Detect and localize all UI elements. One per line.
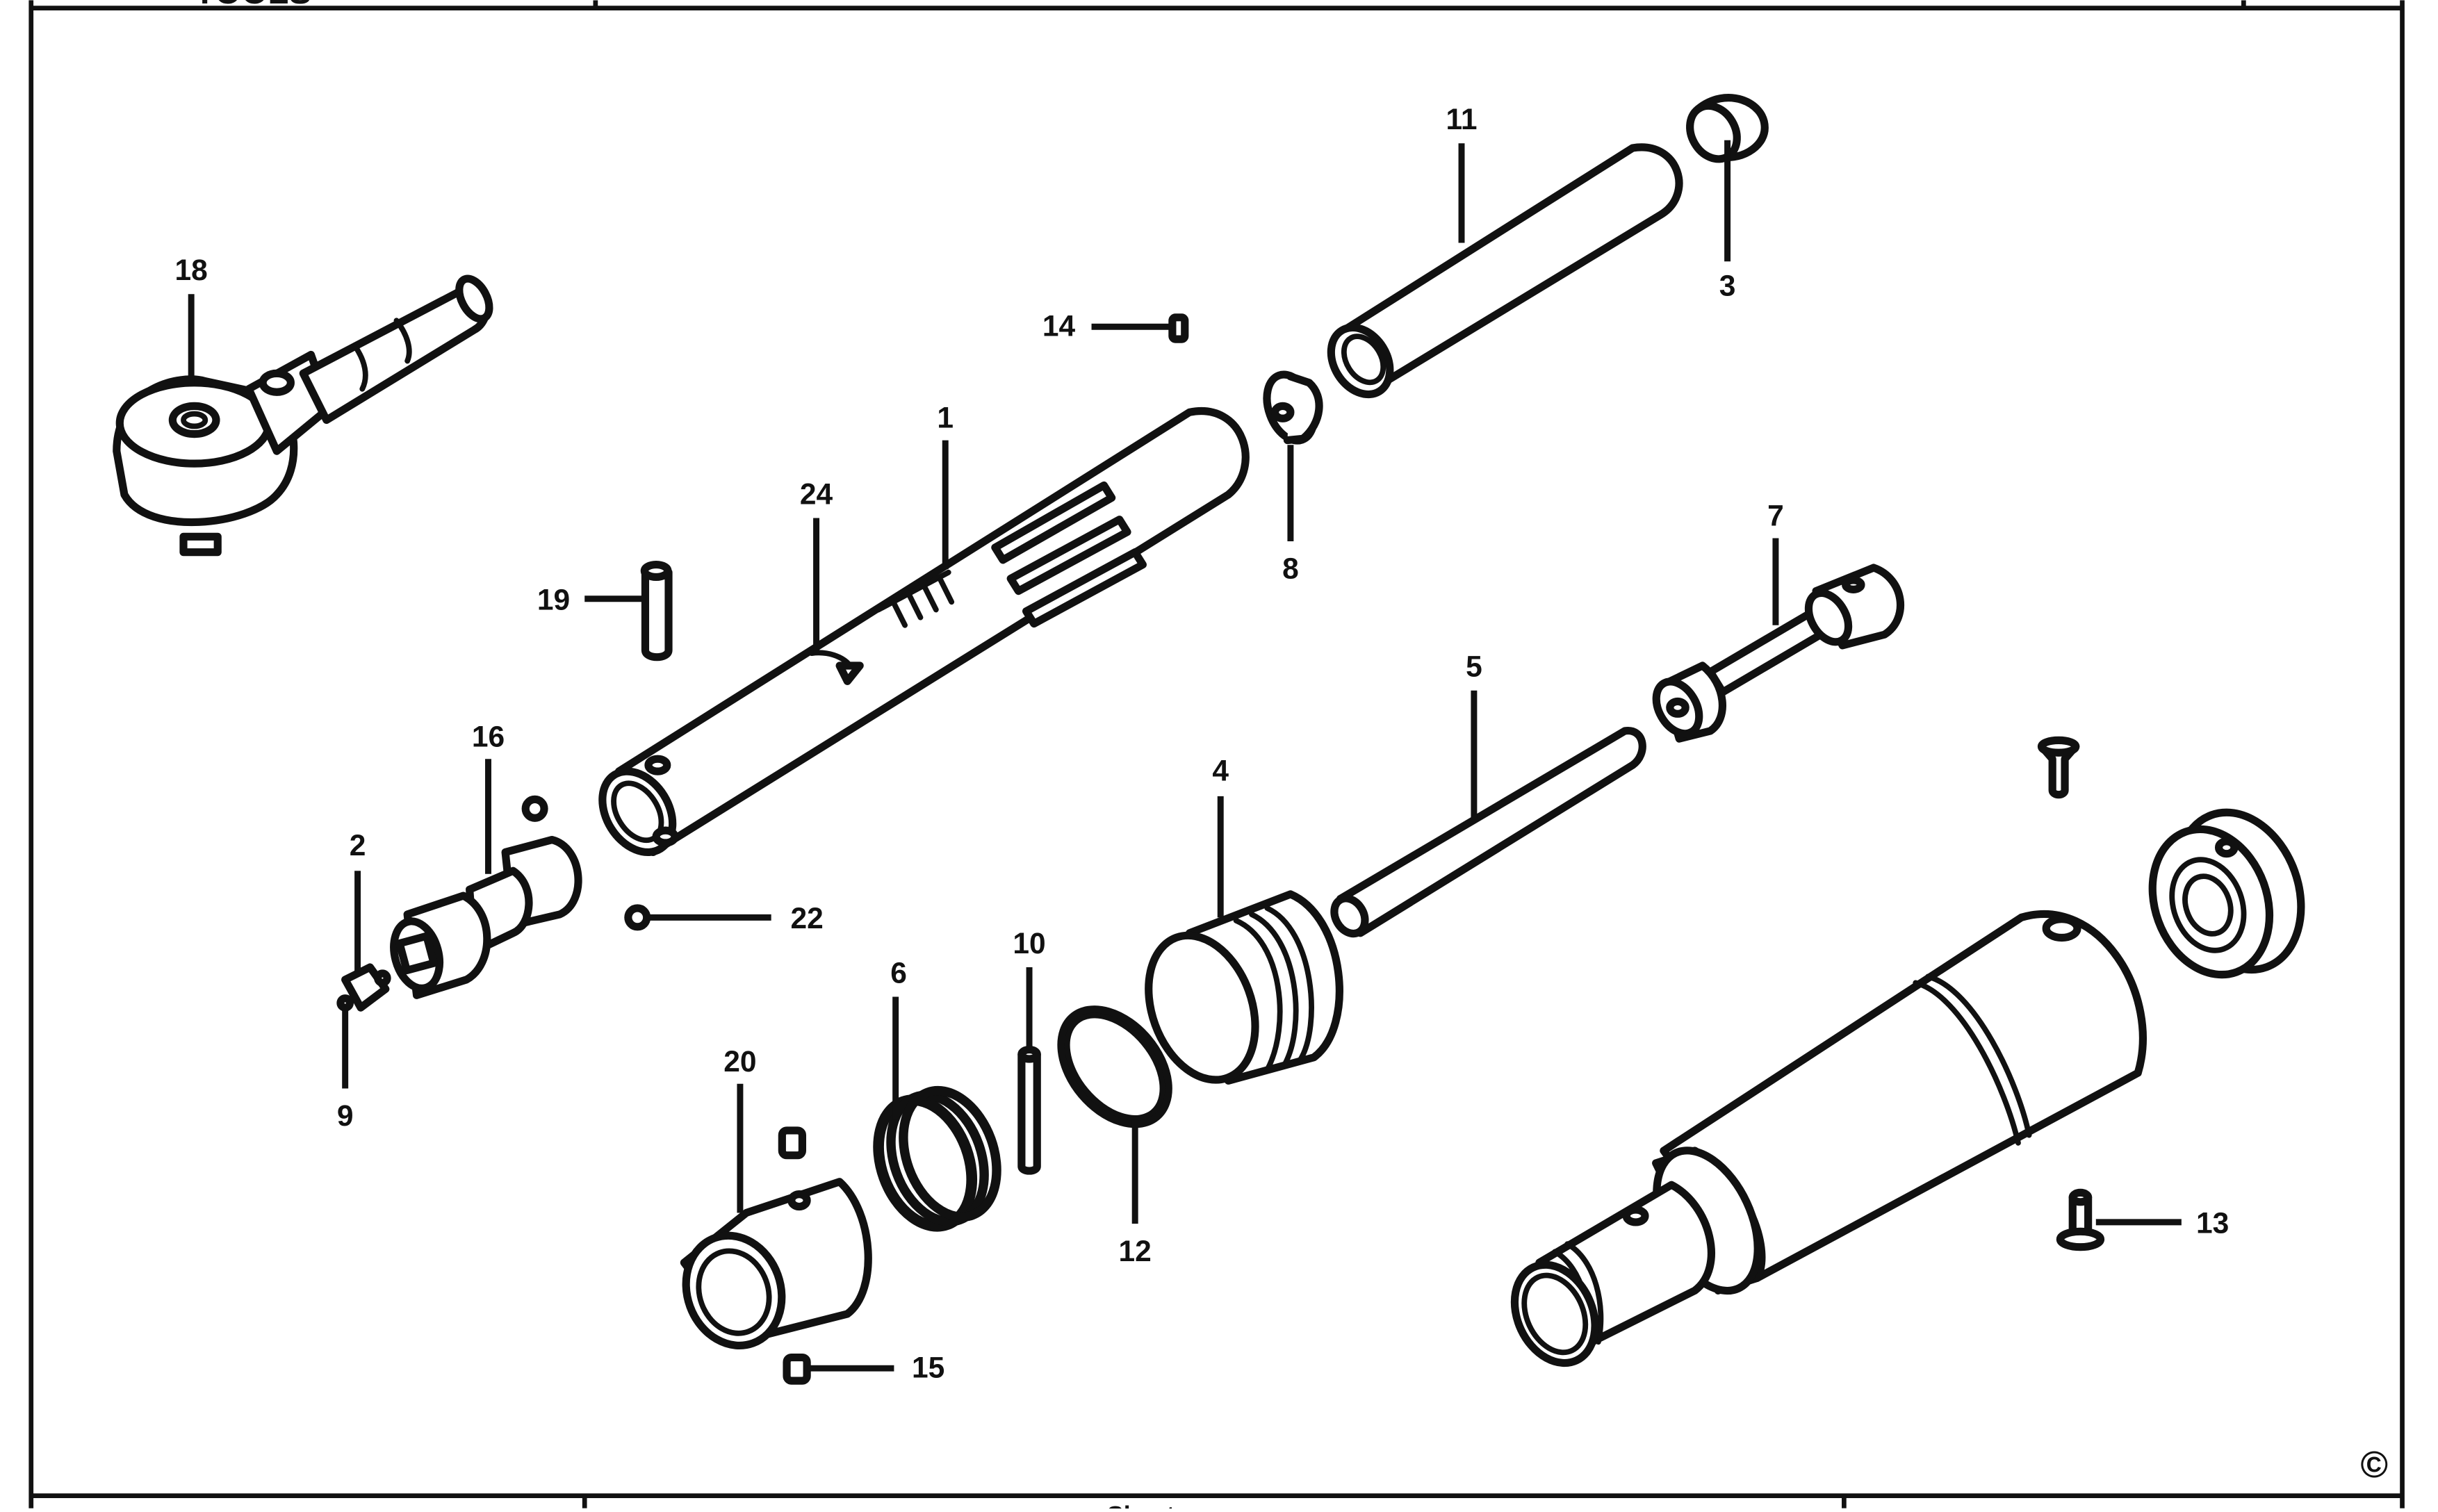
callout-19: 19	[537, 584, 570, 616]
sleeve-part-15	[783, 1353, 811, 1385]
drawing-frame	[28, 0, 2405, 1509]
callout-2: 2	[350, 830, 366, 862]
handle-end-cap	[2148, 808, 2305, 979]
callout-3: 3	[1719, 270, 1736, 303]
callout-10: 10	[1013, 928, 1045, 960]
spring-part-6	[873, 1085, 1001, 1232]
washer-part-8	[1263, 370, 1323, 445]
callout-24: 24	[800, 478, 833, 511]
rod-part-5	[1330, 727, 1646, 938]
copyright-mark: ©	[2360, 1444, 2388, 1486]
pin-part-19	[640, 560, 673, 662]
callout-13: 13	[2196, 1208, 2229, 1240]
callout-15: 15	[912, 1352, 944, 1385]
callout-18: 18	[175, 254, 208, 287]
ring-part-12	[1057, 1005, 1172, 1128]
callout-6: 6	[890, 957, 907, 989]
leader-lines	[188, 140, 2182, 1372]
callout-20: 20	[723, 1046, 756, 1078]
torque-tube-part-1	[598, 407, 1250, 857]
callout-4: 4	[1212, 755, 1229, 788]
end-cap-part-3	[1686, 94, 1769, 163]
shaft-part-7	[1652, 564, 1904, 743]
callout-16: 16	[472, 721, 505, 753]
drive-adapter-part-16	[390, 795, 582, 999]
plunger-part-2-9	[336, 963, 391, 1012]
callout-9: 9	[337, 1100, 354, 1133]
outer-tube-part-11	[1327, 143, 1683, 399]
ratchet-head-part-18	[113, 274, 493, 557]
callout-14: 14	[1042, 311, 1076, 343]
callout-1: 1	[937, 402, 954, 435]
callout-11: 11	[1446, 104, 1478, 136]
handle-assembly	[1510, 910, 2147, 1367]
callout-12: 12	[1119, 1235, 1152, 1268]
callout-7: 7	[1767, 500, 1784, 533]
nose-cone-part-20	[680, 1126, 872, 1350]
collar-part-4	[1145, 890, 1343, 1085]
callout-8: 8	[1282, 553, 1299, 586]
header-brand-fragment: TOOLS	[195, 0, 312, 11]
long-pin-part-10	[1017, 1045, 1041, 1175]
ball-part-22	[624, 904, 651, 931]
footer-center-fragment: Sheet	[1107, 1502, 1175, 1509]
callout-labels: 18 1 24 11 3 14 8 19 7 5 4 16 2 9 22 6 1…	[175, 104, 2230, 1385]
screw-part-13	[2056, 1188, 2105, 1251]
callout-22: 22	[790, 903, 823, 935]
screw-upper	[2037, 736, 2080, 799]
small-pin-part-14	[1168, 313, 1189, 343]
callout-5: 5	[1466, 651, 1482, 684]
